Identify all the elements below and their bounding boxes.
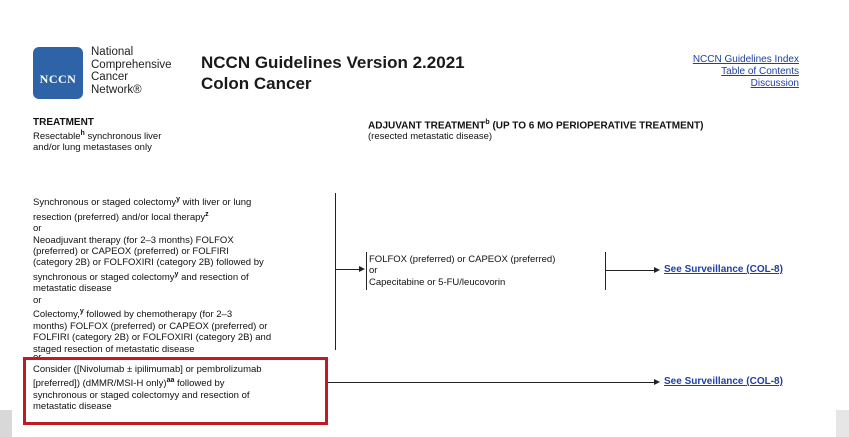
org-line: Network® [91,83,142,96]
treatment-heading: TREATMENT [33,117,94,128]
treatment-subheading-2: and/or lung metastases only [33,142,152,154]
arrow-right-icon [359,266,365,272]
discussion-link[interactable]: Discussion [750,78,799,89]
table-of-contents-link[interactable]: Table of Contents [721,66,799,77]
connector-line [335,269,360,270]
org-line: Cancer [91,71,129,83]
nav-links: NCCN Guidelines Index Table of Contents … [693,54,799,90]
highlight-box [23,357,328,425]
org-line: National [91,46,134,58]
guidelines-index-link[interactable]: NCCN Guidelines Index [692,54,799,65]
org-line: Comprehensive [91,58,172,71]
surveillance-link-2[interactable]: See Surveillance (COL-8) [664,376,783,387]
connector-line-3 [328,382,655,383]
connector-line-2 [605,270,655,271]
edge-shade-right [836,410,849,437]
adjuvant-subheading: (resected metastatic disease) [368,131,493,143]
edge-shade [0,410,12,437]
bracket-line [335,193,336,350]
logo-abbr: NCCN [39,72,77,86]
adjuvant-bracket-right [605,252,606,290]
title-line-1: NCCN Guidelines Version 2.2021 [201,53,465,72]
nccn-logo: NCCN [33,47,83,99]
org-name: National Comprehensive Cancer Network® [91,46,172,96]
arrow-right-icon [654,379,660,385]
surveillance-link[interactable]: See Surveillance (COL-8) [664,264,783,275]
adjuvant-heading: ADJUVANT TREATMENTb (UP TO 6 MO PERIOPER… [368,119,704,132]
consider-text: Consider ([Nivolumab ± ipilimumab] or pe… [33,364,262,413]
arrow-right-icon [654,267,660,273]
title-line-2: Colon Cancer [201,74,312,93]
treatment-header: TREATMENT Resectableh synchronous liver … [33,117,161,153]
treatment-options: Synchronous or staged colectomyy with li… [33,196,272,361]
treatment-subheading: Resectableh synchronous liver [33,130,162,143]
adjuvant-bracket-left [366,252,367,290]
page-title: NCCN Guidelines Version 2.2021 Colon Can… [201,52,465,94]
adjuvant-options: FOLFOX (preferred) or CAPEOX (preferred)… [369,254,556,288]
adjuvant-header: ADJUVANT TREATMENTb (UP TO 6 MO PERIOPER… [368,117,703,142]
